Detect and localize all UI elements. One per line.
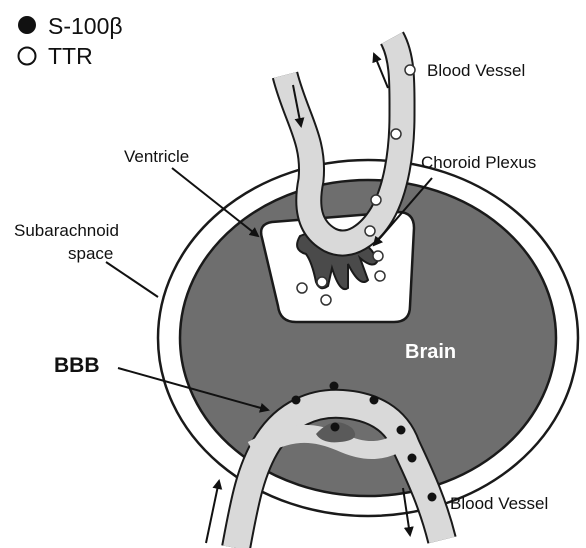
subarachnoid-label-line1: Subarachnoid bbox=[14, 221, 119, 240]
ttr-marker bbox=[405, 65, 415, 75]
choroid-plexus-label: Choroid Plexus bbox=[421, 153, 536, 172]
s100b-marker bbox=[370, 396, 379, 405]
subarachnoid-label-line2: space bbox=[68, 244, 113, 263]
s100b-marker bbox=[397, 426, 406, 435]
ttr-marker bbox=[297, 283, 307, 293]
s100b-marker bbox=[331, 423, 340, 432]
ttr-marker bbox=[371, 195, 381, 205]
s100b-marker bbox=[292, 396, 301, 405]
s100b-marker bbox=[428, 493, 437, 502]
ttr-legend-marker bbox=[19, 48, 36, 65]
flow-arrow-up-bottom bbox=[206, 481, 219, 543]
subarachnoid-pointer bbox=[106, 262, 158, 297]
legend: S-100β TTR bbox=[18, 13, 123, 69]
ttr-legend-label: TTR bbox=[48, 43, 93, 69]
ventricle-label: Ventricle bbox=[124, 147, 189, 166]
brain-label: Brain bbox=[405, 341, 456, 363]
bbb-label: BBB bbox=[54, 354, 100, 377]
ttr-marker bbox=[373, 251, 383, 261]
ttr-marker bbox=[391, 129, 401, 139]
s100b-marker bbox=[330, 382, 339, 391]
ttr-marker bbox=[317, 277, 327, 287]
s100b-marker bbox=[408, 454, 417, 463]
ttr-marker bbox=[321, 295, 331, 305]
ttr-marker bbox=[365, 226, 375, 236]
s100b-legend-marker bbox=[18, 16, 36, 34]
ttr-marker bbox=[375, 271, 385, 281]
blood-vessel-bottom-label: Blood Vessel bbox=[450, 494, 548, 513]
blood-vessel-top-label: Blood Vessel bbox=[427, 61, 525, 80]
s100b-legend-label: S-100β bbox=[48, 13, 123, 39]
